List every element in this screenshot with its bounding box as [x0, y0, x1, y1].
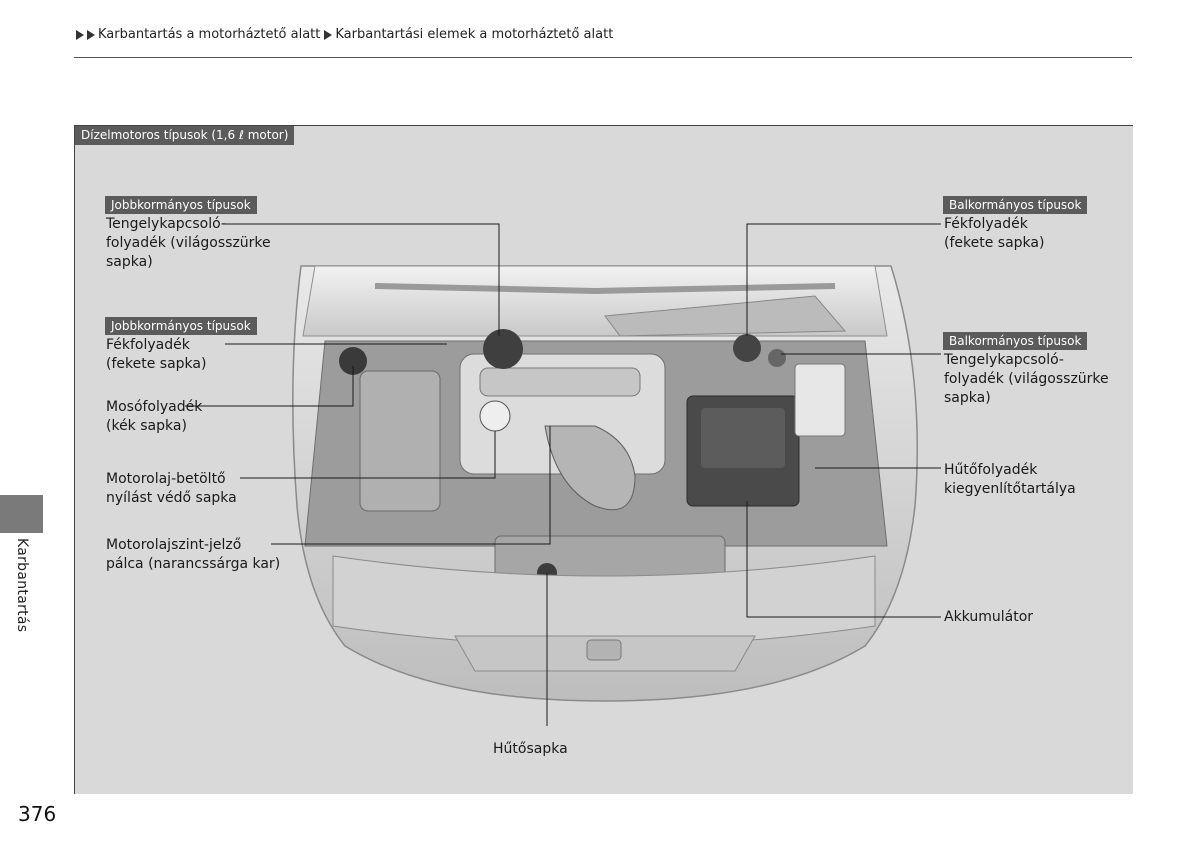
- breadcrumb-arrow-icon: [87, 29, 95, 40]
- car-front-body: [292, 265, 918, 702]
- label-clutch-fluid-rhd: Tengelykapcsoló- folyadék (világosszürke…: [106, 216, 271, 270]
- callout-lines: [185, 223, 941, 726]
- lhd-tag-brake: Balkormányos típusok: [943, 196, 1088, 214]
- label-coolant-reservoir: Hűtőfolyadék kiegyenlítőtartálya: [944, 462, 1076, 497]
- label-battery: Akkumulátor: [944, 609, 1034, 625]
- chapter-side-label: Karbantartás: [14, 538, 30, 633]
- rhd-tag-clutch: Jobbkormányos típusok: [105, 196, 257, 214]
- chapter-side-tab: [0, 495, 43, 533]
- label-brake-fluid-lhd: Fékfolyadék (fekete sapka): [944, 216, 1045, 251]
- engine-bay-illustration: [185, 223, 941, 726]
- label-clutch-fluid-lhd: Tengelykapcsoló- folyadék (világosszürke…: [944, 352, 1109, 406]
- panel-tag: Dízelmotoros típusok (1,6 ℓ motor): [75, 126, 295, 145]
- breadcrumb-arrow-icon: [324, 29, 333, 40]
- label-brake-fluid-rhd: Fékfolyadék (fekete sapka): [106, 337, 207, 372]
- breadcrumb-item-1: Karbantartás a motorháztető alatt: [98, 27, 321, 42]
- engine-diagram-panel: Dízelmotoros típusok (1,6 ℓ motor): [74, 125, 1133, 794]
- page-number: 376: [18, 802, 57, 826]
- label-oil-filler-cap: Motorolaj-betöltő nyílást védő sapka: [106, 471, 237, 506]
- header-rule: [74, 57, 1132, 58]
- breadcrumb: Karbantartás a motorháztető alatt Karban…: [76, 27, 613, 42]
- label-oil-dipstick: Motorolajszint-jelző pálca (narancssárga…: [106, 537, 281, 572]
- breadcrumb-arrow-icon: [76, 29, 84, 40]
- rhd-tag-brake: Jobbkormányos típusok: [105, 317, 257, 335]
- label-washer-fluid: Mosófolyadék (kék sapka): [106, 399, 203, 434]
- label-radiator-cap: Hűtősapka: [493, 741, 568, 757]
- lhd-tag-clutch: Balkormányos típusok: [943, 332, 1088, 350]
- breadcrumb-item-2: Karbantartási elemek a motorháztető alat…: [335, 27, 614, 42]
